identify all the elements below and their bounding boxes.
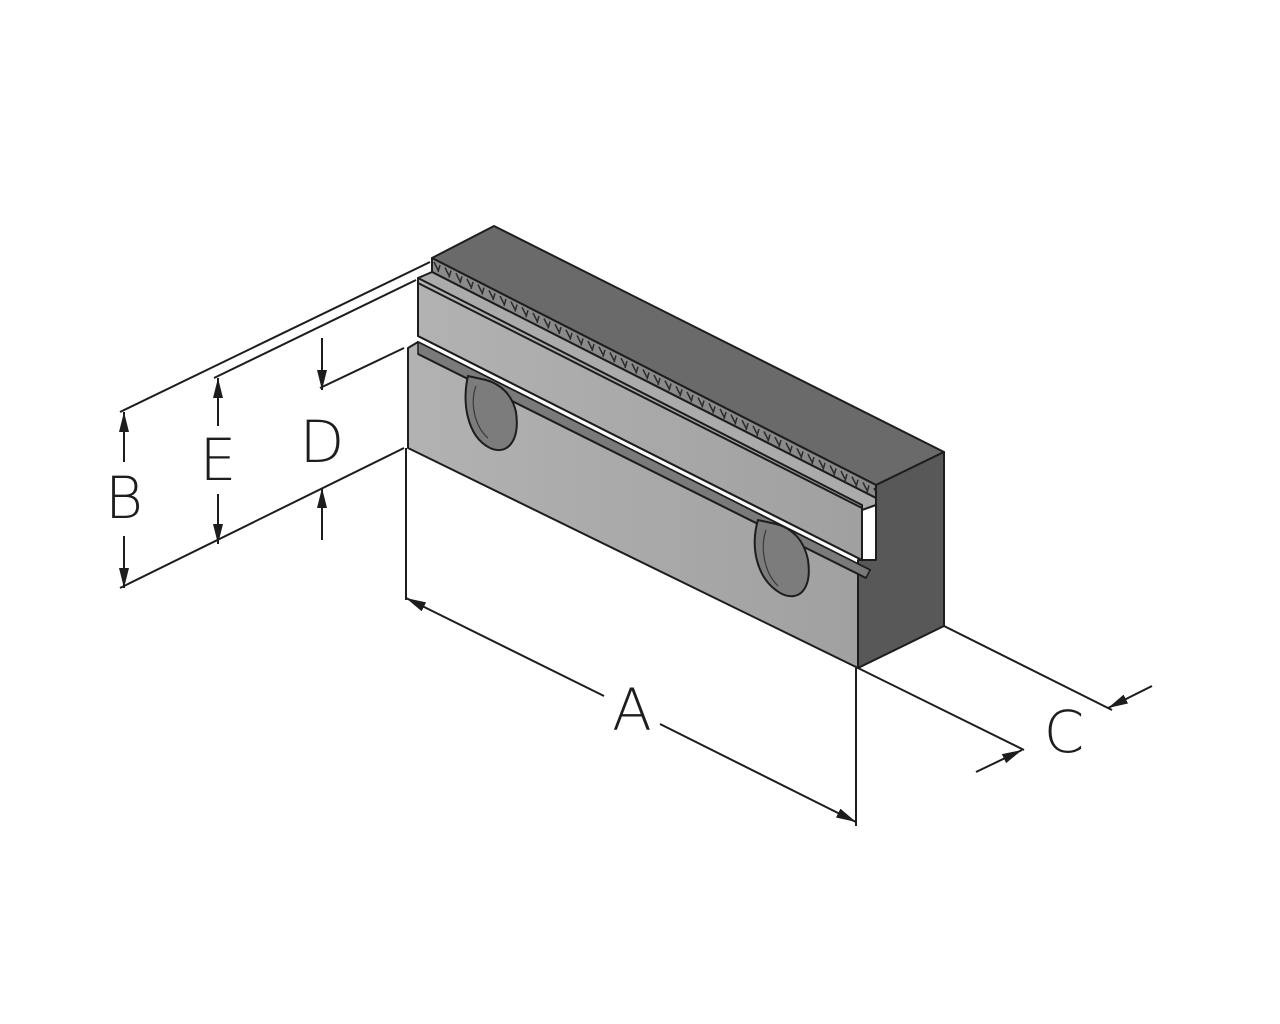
- label-c: C: [1044, 698, 1085, 766]
- label-b: B: [105, 464, 143, 532]
- label-d: D: [300, 408, 345, 476]
- label-a: A: [612, 676, 652, 744]
- jaw-ridge-line: [417, 282, 863, 509]
- dimension-a: A: [405, 597, 857, 823]
- dimension-b: B: [105, 412, 143, 588]
- dimension-d: D: [300, 338, 345, 540]
- mounting-hole-right: [753, 518, 810, 598]
- jaw-upper-band: [417, 277, 863, 561]
- jaw-block: [407, 225, 945, 669]
- extension-lines: [119, 261, 1113, 826]
- serrations: [433, 261, 881, 499]
- label-e: E: [200, 426, 237, 494]
- mounting-hole-left: [464, 374, 518, 451]
- dimension-e: E: [200, 378, 237, 544]
- dimension-c: C: [975, 685, 1153, 773]
